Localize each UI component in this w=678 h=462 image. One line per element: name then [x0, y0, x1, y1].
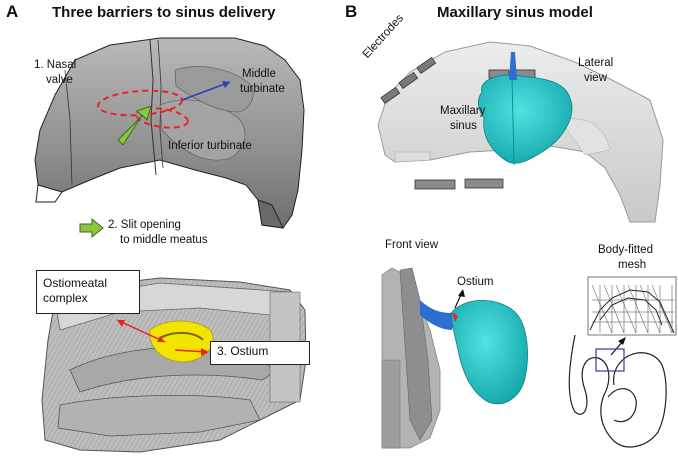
panel-b-letter: B	[345, 2, 358, 21]
ostiomeatal-label-1: Ostiomeatal	[43, 276, 108, 290]
middle-turbinate-label-1: Middle	[242, 68, 276, 80]
middle-turbinate-arrowhead	[222, 81, 230, 88]
mesh-arrowhead	[618, 337, 626, 345]
mesh-inset	[587, 276, 677, 336]
mesh-zoom-box	[595, 348, 625, 372]
panel-a-letter: A	[6, 2, 19, 21]
slit-opening-label-1: 2. Slit opening	[108, 219, 181, 231]
front-view-model	[381, 267, 528, 449]
ostiomeatal-label-2: complex	[43, 291, 88, 305]
middle-turbinate-label-2: turbinate	[240, 83, 285, 95]
body-fitted-label-1: Body-fitted	[598, 244, 653, 256]
front-view-label: Front view	[385, 239, 439, 251]
front-view-sinus	[451, 299, 528, 405]
ostium-box: 3. Ostium	[210, 341, 310, 365]
legend-green-arrow	[79, 217, 104, 239]
ostiomeatal-complex-box: Ostiomeatal complex	[36, 270, 140, 314]
ostiomeatal-pointer	[116, 319, 166, 343]
inferior-turbinate-label: Inferior turbinate	[168, 140, 252, 152]
nasal-valve-label-2: valve	[46, 74, 73, 86]
front-ostium-arrowhead	[458, 289, 465, 297]
lateral-view-label-1: Lateral	[578, 57, 614, 69]
slit-opening-label-2: to middle meatus	[120, 234, 208, 246]
maxillary-sinus-label-2: sinus	[450, 120, 477, 132]
anatomical-illustration	[41, 277, 307, 453]
body-fitted-label-2: mesh	[618, 259, 647, 271]
slit-opening-highlight	[135, 107, 189, 129]
ostium-arrowhead	[201, 348, 209, 356]
maxillary-sinus-label-1: Maxillary	[440, 105, 486, 117]
panel-b-title: Maxillary sinus model	[437, 4, 593, 21]
front-ostium-label: Ostium	[457, 276, 494, 288]
middle-turbinate-pointer	[181, 81, 231, 101]
ostiomeatal-arrowhead-1	[117, 320, 125, 327]
nasal-cavity-model	[34, 37, 305, 229]
ostiomeatal-arrowhead-2	[157, 336, 165, 342]
ostium-label: 3. Ostium	[217, 344, 269, 358]
green-arrow	[117, 105, 152, 146]
mesh-outline	[568, 334, 667, 448]
lateral-view-label-2: view	[584, 72, 608, 84]
ostium-blue-duct	[509, 52, 517, 80]
nasal-valve-label-1: 1. Nasal	[34, 59, 77, 71]
maxillary-sinus-cyan	[478, 74, 573, 164]
panel-a-title: Three barriers to sinus delivery	[52, 4, 276, 21]
